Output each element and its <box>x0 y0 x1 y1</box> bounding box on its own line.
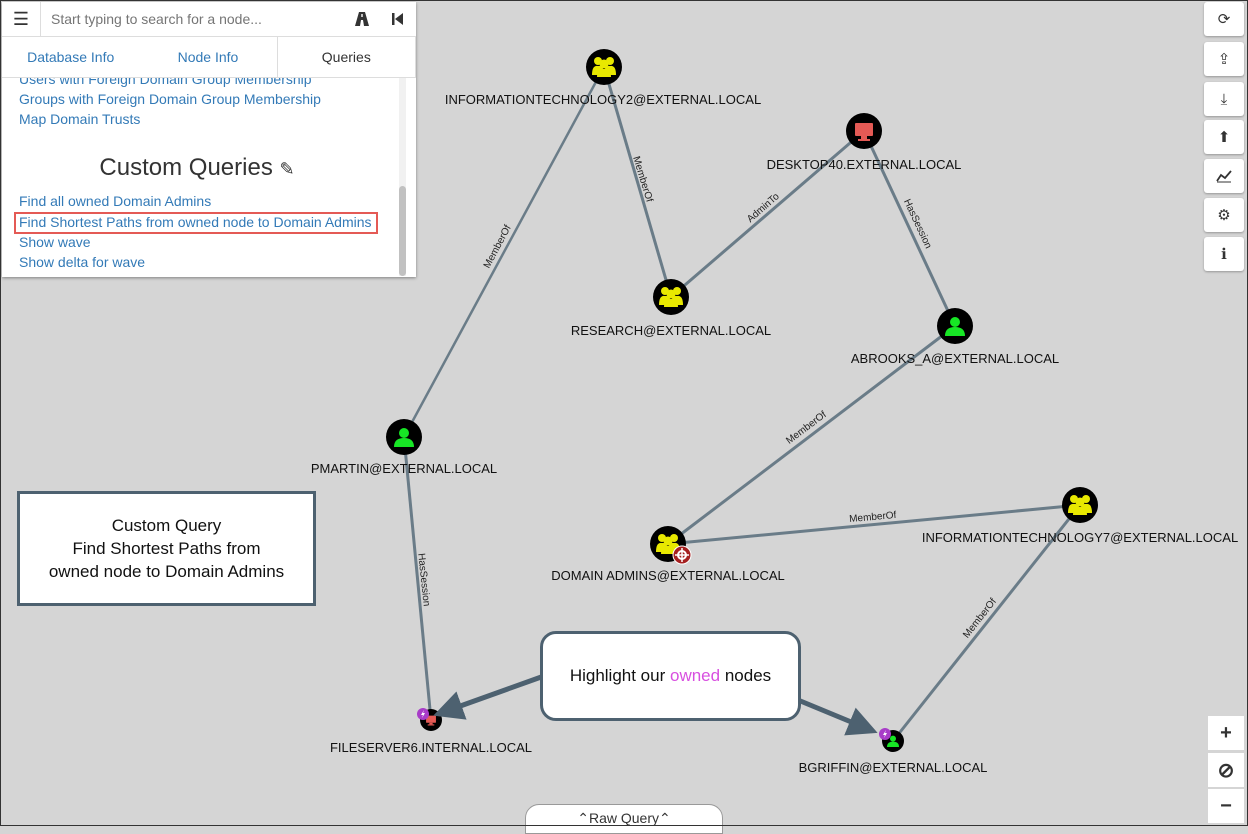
chevron-up-icon: ⌃ <box>659 810 671 826</box>
annotation-arrows <box>433 673 878 736</box>
edge-pmartin-it2[interactable] <box>402 66 606 438</box>
node-bgriffin[interactable] <box>879 728 904 752</box>
node-pmartin[interactable] <box>386 419 422 455</box>
custom-query-link[interactable]: Show wave <box>19 234 91 250</box>
custom-queries-title: Custom Queries ✎ <box>2 154 392 182</box>
tab-database-info[interactable]: Database Info <box>27 49 115 65</box>
queries-list: Users with Foreign Domain Group Membersh… <box>2 78 416 278</box>
search-bar: ☰ <box>2 2 416 37</box>
node-label: INFORMATIONTECHNOLOGY7@EXTERNAL.LOCAL <box>922 530 1238 545</box>
edge-label: MemberOf <box>630 155 654 204</box>
custom-query-link[interactable]: Find all owned Domain Admins <box>19 193 212 209</box>
chevron-up-icon: ⌃ <box>577 810 589 826</box>
query-link[interactable]: Users with Foreign Domain Group Membersh… <box>19 78 312 87</box>
edge-abrooks-domainadmins[interactable] <box>667 324 956 546</box>
edge-fileserver6-pmartin[interactable] <box>402 436 433 721</box>
zoom-in-icon[interactable]: + <box>1208 716 1244 750</box>
panel-tabs: Database Info Node Info Queries <box>2 37 416 78</box>
zoom-out-icon[interactable]: − <box>1208 789 1244 823</box>
annotation-line: owned node to Domain Admins <box>48 562 285 581</box>
annotation-owned-nodes: Highlight our owned nodes <box>540 631 801 721</box>
import-icon[interactable]: ⤓ <box>1204 82 1244 116</box>
node-research[interactable] <box>653 279 689 315</box>
annotation-prefix: Highlight our <box>569 666 666 685</box>
back-icon[interactable] <box>380 2 416 36</box>
refresh-icon[interactable]: ⟳ <box>1204 2 1244 36</box>
edge-it2-research[interactable] <box>602 66 673 298</box>
node-it7[interactable] <box>1062 487 1098 523</box>
node-domainadmins[interactable] <box>650 526 692 565</box>
owned-badge-icon <box>417 708 429 720</box>
annotation-line: Find Shortest Paths from <box>72 539 261 558</box>
settings-icon[interactable]: ⚙ <box>1204 198 1244 232</box>
target-badge-icon <box>672 545 692 565</box>
node-label: DOMAIN ADMINS@EXTERNAL.LOCAL <box>551 568 785 583</box>
edge-desktop40-abrooks[interactable] <box>862 130 957 327</box>
node-label: PMARTIN@EXTERNAL.LOCAL <box>311 461 497 476</box>
edge-research-desktop40[interactable] <box>670 129 865 299</box>
custom-query-link[interactable]: Show delta for wave <box>19 254 146 270</box>
node-label: INFORMATIONTECHNOLOGY2@EXTERNAL.LOCAL <box>445 92 761 107</box>
info-icon[interactable]: ℹ <box>1204 237 1244 271</box>
edge-it7-domainadmins[interactable] <box>667 503 1081 546</box>
query-link[interactable]: Groups with Foreign Domain Group Members… <box>19 91 321 107</box>
annotation-suffix: nodes <box>724 666 772 685</box>
custom-queries-heading: Custom Queries <box>99 154 273 181</box>
edge-bgriffin-it7[interactable] <box>891 504 1082 742</box>
node-abrooks[interactable] <box>937 308 973 344</box>
annotation-line: Custom Query <box>111 516 222 535</box>
search-input[interactable] <box>41 3 344 35</box>
selected-query-highlight <box>14 212 378 234</box>
tab-node-info[interactable]: Node Info <box>177 49 239 65</box>
search-panel: ☰ Database Info Node Info Queries Users … <box>2 2 416 277</box>
menu-icon[interactable]: ☰ <box>2 2 41 36</box>
custom-query-link-selected[interactable]: Find Shortest Paths from owned node to D… <box>19 214 372 230</box>
node-label: DESKTOP40.EXTERNAL.LOCAL <box>767 157 962 172</box>
owned-badge-icon <box>879 728 891 740</box>
edge-label: MemberOf <box>961 596 999 640</box>
group-icon <box>1068 495 1092 515</box>
group-icon <box>659 287 683 307</box>
scrollbar-track[interactable] <box>399 78 406 276</box>
upload-icon[interactable]: ⬆ <box>1204 120 1244 154</box>
pathfinding-icon[interactable] <box>344 2 380 36</box>
raw-query-label: Raw Query <box>588 810 660 826</box>
scrollbar-thumb[interactable] <box>399 186 406 276</box>
edge-label: MemberOf <box>849 510 897 525</box>
node-label: FILESERVER6.INTERNAL.LOCAL <box>330 740 532 755</box>
query-link[interactable]: Map Domain Trusts <box>19 111 141 127</box>
raw-query-toggle[interactable]: ⌃ Raw Query ⌃ <box>525 804 723 834</box>
annotation-custom-query: Custom Query Find Shortest Paths from ow… <box>17 491 316 606</box>
tab-queries[interactable]: Queries <box>276 37 416 77</box>
group-icon <box>592 57 616 77</box>
node-desktop40[interactable] <box>846 113 882 149</box>
annotation-owned-word: owned <box>670 666 721 685</box>
node-label: RESEARCH@EXTERNAL.LOCAL <box>571 323 771 338</box>
graph-edges <box>402 66 1082 742</box>
export-icon[interactable]: ⇪ <box>1204 42 1244 76</box>
chart-icon[interactable] <box>1204 159 1244 193</box>
node-label: ABROOKS_A@EXTERNAL.LOCAL <box>851 351 1059 366</box>
reset-zoom-icon[interactable]: ⊘ <box>1208 753 1244 787</box>
node-it2[interactable] <box>586 49 622 85</box>
node-label: BGRIFFIN@EXTERNAL.LOCAL <box>799 760 988 775</box>
edit-pencil-icon[interactable]: ✎ <box>279 159 295 179</box>
